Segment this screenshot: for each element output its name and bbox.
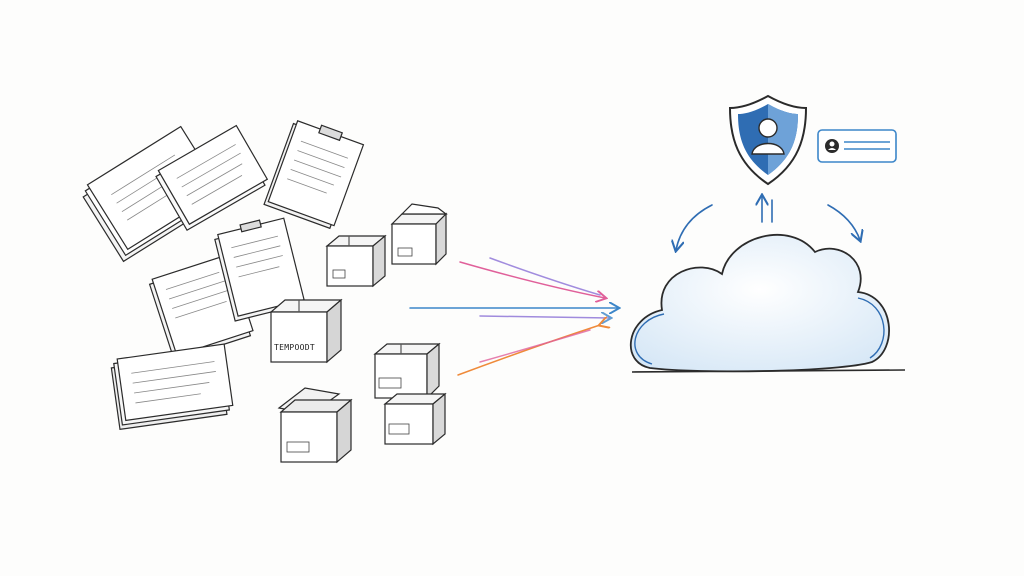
open-cardboard-box-icon [277,387,353,464]
arrow-icon [457,325,600,376]
box-group: TEMPOODT [269,203,448,464]
cardboard-box-icon [383,392,447,446]
arrow-icon [479,329,591,363]
migration-arrows [409,257,618,376]
refresh-arrow-icon [827,204,860,240]
cardboard-box-icon [373,342,441,400]
box-label: TEMPOODT [274,343,315,352]
document-pile [82,120,365,431]
arrow-icon [459,261,605,298]
clipboard-document-icon [263,120,365,230]
sync-arrows [676,196,860,250]
document-stack-icon [110,343,234,431]
arrow-icon [489,257,601,296]
shield-user-icon [728,94,808,186]
refresh-arrow-icon [676,204,713,250]
cardboard-box-icon [390,203,448,266]
cloud-icon [629,234,906,373]
arrow-icon [479,316,610,318]
cardboard-box-icon [325,234,387,288]
cardboard-box-icon: TEMPOODT [269,298,343,364]
document-icon [155,124,269,232]
user-card-icon [817,129,897,163]
clipboard-document-icon [214,217,305,322]
